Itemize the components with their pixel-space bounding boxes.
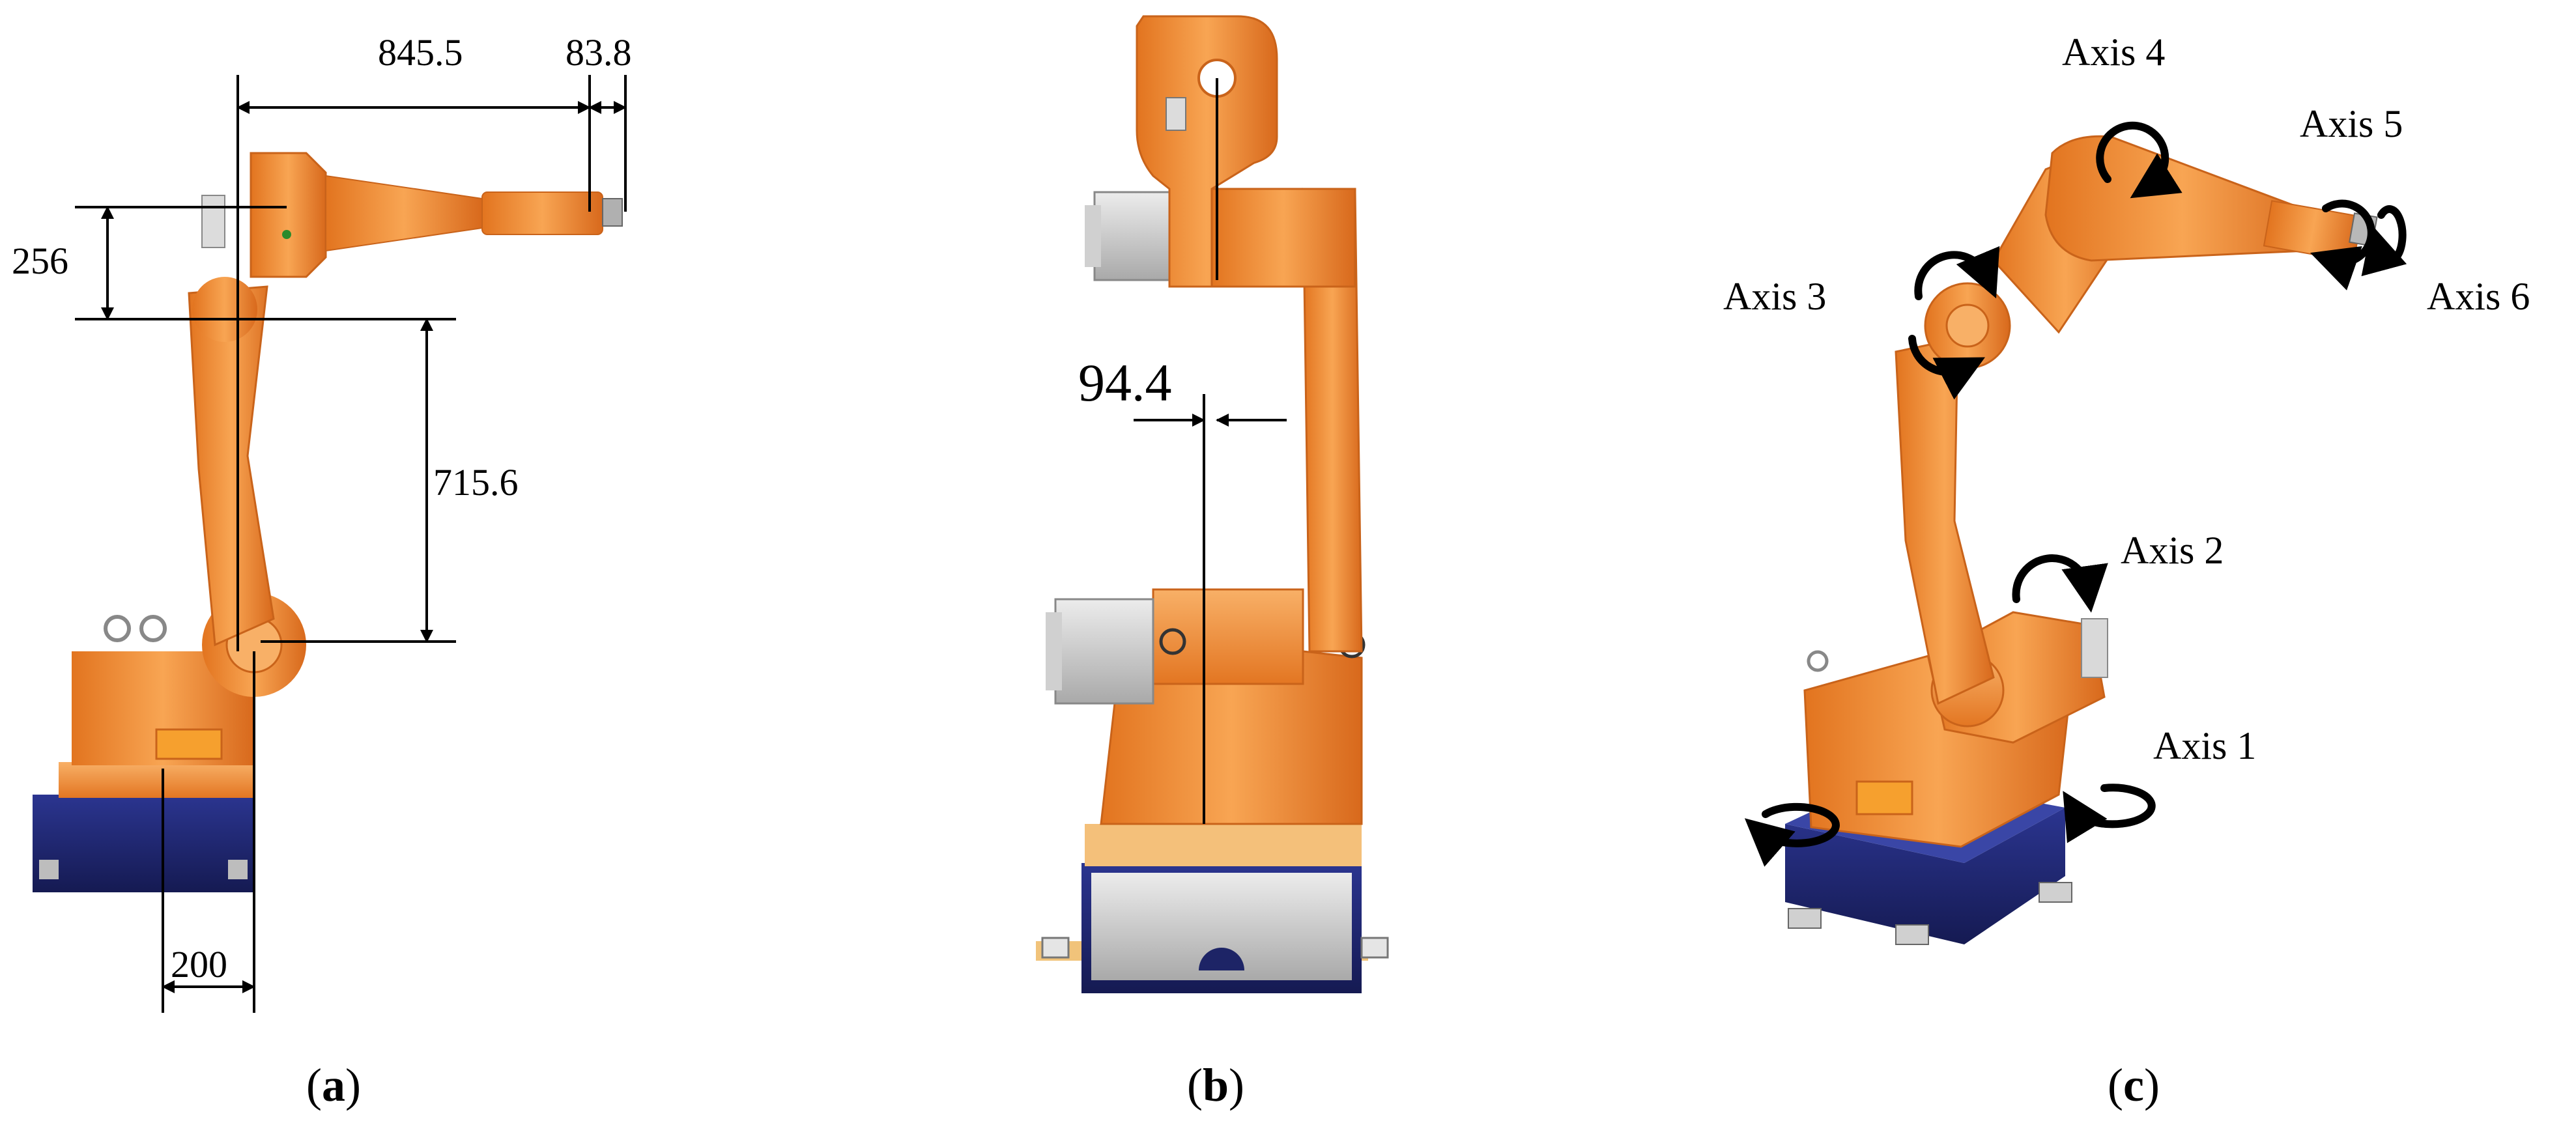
caption-a: (a) <box>306 1059 361 1111</box>
axis-label-2: Axis 2 <box>2121 529 2224 572</box>
axis-4-arrow <box>2096 121 2182 199</box>
axis-label-3: Axis 3 <box>1723 275 1826 318</box>
dimension-lines-a <box>75 75 627 1013</box>
axis-3-arrow-top <box>1914 246 2000 300</box>
axis-2-arrow <box>2012 554 2108 613</box>
joint-3 <box>192 277 257 342</box>
axis-label-1: Axis 1 <box>2153 724 2256 767</box>
base-plate <box>33 795 254 892</box>
panel-b-front-view: 94.4 <box>1036 15 1389 993</box>
axis-6-arrow <box>2361 205 2407 277</box>
axis-label-4: Axis 4 <box>2062 31 2165 74</box>
upper-arm <box>188 285 275 647</box>
forearm-cone <box>325 175 483 252</box>
panel-a-side-view: 845.5 83.8 256 715.6 200 <box>12 31 632 1013</box>
dim-reach: 845.5 <box>378 31 463 74</box>
forearm-housing <box>250 152 327 278</box>
dim-wrist: 83.8 <box>565 31 632 74</box>
axis-1-arrow-right <box>2063 784 2156 843</box>
axis-label-6: Axis 6 <box>2427 275 2530 318</box>
upper-arm-c <box>1895 337 1995 705</box>
dim-upper-arm: 715.6 <box>433 461 519 503</box>
caption-b: (b) <box>1187 1059 1244 1111</box>
dim-lateral-offset: 94.4 <box>1078 353 1172 412</box>
dim-offset-vertical: 256 <box>12 240 68 282</box>
base-plate-c <box>1785 808 2065 944</box>
panel-c-isometric-view: Axis 1 Axis 2 Axis 3 Axis 4 Axis 5 Axis … <box>1723 31 2530 945</box>
dimension-lines-b <box>1134 78 1287 824</box>
axis-3-arrow-bottom <box>1908 335 1986 400</box>
wrist <box>481 191 603 235</box>
rotation-arrows <box>1744 121 2407 867</box>
dim-base-offset: 200 <box>171 943 227 985</box>
wrist-flange-b <box>1136 15 1278 288</box>
axis-label-5: Axis 5 <box>2300 102 2403 145</box>
caption-c: (c) <box>2108 1059 2160 1111</box>
forearm-c <box>2044 135 2321 262</box>
axis-1-arrow-left <box>1744 802 1840 867</box>
